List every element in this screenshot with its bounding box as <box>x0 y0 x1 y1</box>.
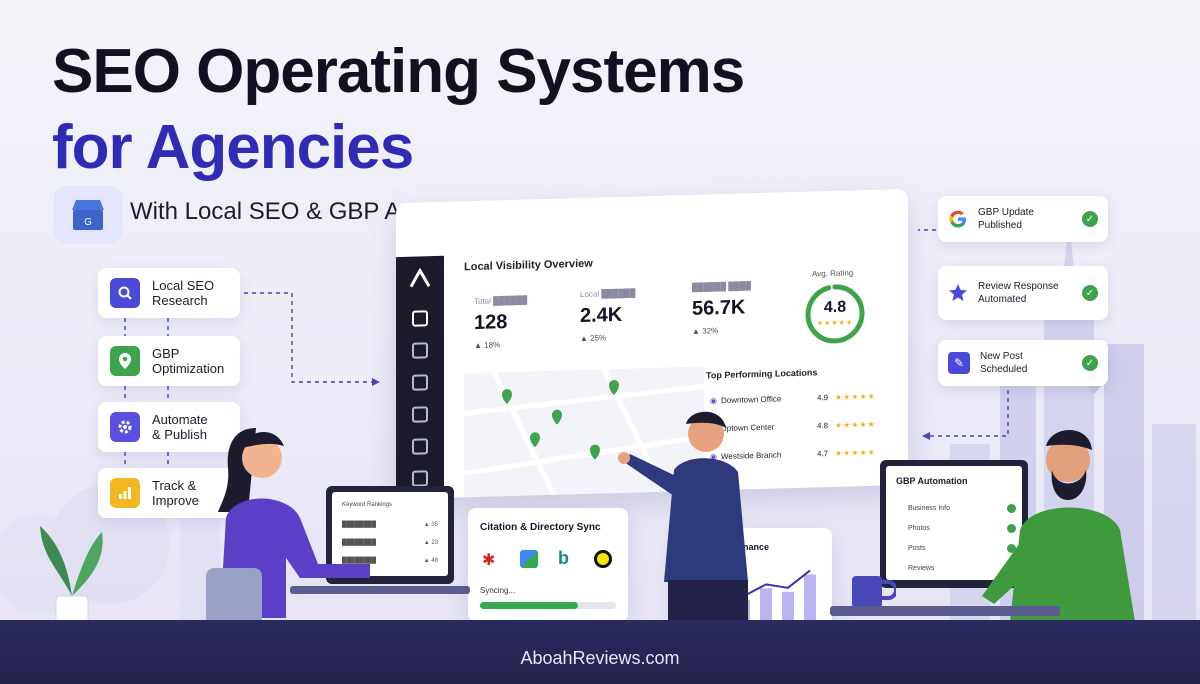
list-item: Business Info <box>908 504 1016 513</box>
stat-value: 2.4K <box>580 303 623 328</box>
check-icon: ✓ <box>1082 285 1098 301</box>
sync-status: Syncing... <box>480 586 516 595</box>
step-track-improve[interactable]: Track & Improve <box>98 468 240 518</box>
laptop: Keyword Rankings ████████▲ 35 ████████▲ … <box>326 486 454 584</box>
hero-title-line1: SEO Operating Systems <box>52 37 745 106</box>
gear-icon <box>110 412 140 442</box>
sync-progress-fill <box>480 602 578 609</box>
stat-change: ▲ 18% <box>474 340 501 350</box>
location-row[interactable]: ◉ Downtown Office 4.9 ★★★★★ <box>710 387 886 408</box>
gbp-store-icon: G <box>54 186 122 244</box>
woman-at-laptop-illustration <box>206 428 370 628</box>
check-icon <box>1007 524 1016 533</box>
nav-reports-icon[interactable] <box>412 374 428 391</box>
laptop-heading: Keyword Rankings <box>342 502 393 508</box>
svg-text:G: G <box>84 217 92 228</box>
footer-site: AboahReviews.com <box>520 648 680 668</box>
step-automate-publish[interactable]: Automate & Publish <box>98 402 240 452</box>
hero-title-line2: for Agencies <box>52 113 414 182</box>
stat-value: 128 <box>474 311 508 334</box>
check-icon <box>1007 544 1016 553</box>
stat-label: ██████ ████ <box>692 281 751 292</box>
bar-chart-icon <box>110 478 140 508</box>
list-item: Posts <box>908 544 1016 553</box>
notification-text: New Post Scheduled <box>980 351 1028 375</box>
dashboard-heading: Local Visibility Overview <box>464 257 593 274</box>
dashboard-sidebar <box>396 255 444 500</box>
nav-locations-icon[interactable] <box>412 342 428 359</box>
desk-right <box>830 606 1060 616</box>
star-icon <box>949 284 967 301</box>
coffee-mug-illustration <box>852 576 896 608</box>
location-name: Downtown Office <box>720 393 782 405</box>
location-stars: ★★★★★ <box>834 447 876 458</box>
check-icon: ✓ <box>1082 211 1098 227</box>
list-item: ████████▲ 48 <box>342 558 438 564</box>
monitor-screen: GBP Automation Business Info Photos Post… <box>886 466 1022 580</box>
stat-card: Total ██████ 128 ▲ 18% <box>474 295 527 349</box>
notification-review-response[interactable]: Review Response Automated ✓ <box>938 266 1108 320</box>
map-pin-icon: ◉ <box>710 395 717 405</box>
list-item: ████████▲ 23 <box>342 540 438 546</box>
step-label: GBP Optimization <box>152 346 225 376</box>
location-stars: ★★★★★ <box>834 419 876 430</box>
top-locations-heading: Top Performing Locations <box>706 367 818 381</box>
citation-heading: Citation & Directory Sync <box>480 522 601 533</box>
citation-sync-card: Citation & Directory Sync ✱ b Syncing... <box>468 508 628 622</box>
laptop-screen: Keyword Rankings ████████▲ 35 ████████▲ … <box>332 492 448 576</box>
nav-home-icon[interactable] <box>412 310 428 327</box>
map-pin-icon <box>502 380 619 460</box>
rating-label: Avg. Rating <box>812 268 854 279</box>
stat-card: ██████ ████ 56.7K ▲ 32% <box>692 281 751 336</box>
google-icon <box>949 210 966 228</box>
stat-change: ▲ 25% <box>580 333 607 344</box>
notification-text: GBP Update Published <box>978 207 1034 231</box>
stat-change: ▲ 32% <box>692 326 719 336</box>
step-local-seo-research[interactable]: Local SEO Research <box>98 268 240 318</box>
man-presenting-illustration <box>618 411 748 634</box>
check-icon: ✓ <box>1082 355 1098 371</box>
location-rating: 4.8 <box>816 420 829 430</box>
nav-settings-icon[interactable] <box>412 470 428 487</box>
notification-text: Review Response Automated <box>978 281 1059 305</box>
map-pin-icon <box>110 346 140 376</box>
location-rating: 4.7 <box>816 448 829 458</box>
yelp-icon: ✱ <box>482 552 496 569</box>
maps-icon <box>520 550 538 568</box>
search-icon <box>110 278 140 308</box>
step-label: Track & Improve <box>152 478 199 508</box>
location-rating: 4.9 <box>816 392 829 402</box>
logo-icon <box>409 268 431 288</box>
performance-bar <box>804 574 816 622</box>
step-label: Local SEO Research <box>152 278 215 308</box>
nav-reviews-icon[interactable] <box>412 406 428 423</box>
list-item: ████████▲ 35 <box>342 522 438 528</box>
bing-icon: b <box>558 548 569 568</box>
tripadvisor-icon <box>594 550 612 568</box>
stat-card: Local ██████ 2.4K ▲ 25% <box>580 288 635 343</box>
check-icon <box>1007 504 1016 513</box>
step-gbp-optimization[interactable]: GBP Optimization <box>98 336 240 386</box>
rating-ring <box>805 284 865 344</box>
performance-bar <box>760 588 772 622</box>
notification-new-post[interactable]: ✎ New Post Scheduled ✓ <box>938 340 1108 386</box>
desk-left <box>290 586 470 594</box>
location-stars: ★★★★★ <box>834 391 876 402</box>
sync-progress-bar <box>480 602 616 609</box>
edit-icon: ✎ <box>948 352 970 374</box>
gbp-panel-heading: GBP Automation <box>896 476 968 486</box>
plant-illustration <box>40 526 103 633</box>
notification-gbp-update[interactable]: GBP Update Published ✓ <box>938 196 1108 242</box>
stat-value: 56.7K <box>692 296 746 320</box>
stat-label: Total ██████ <box>474 295 528 306</box>
step-label: Automate & Publish <box>152 412 208 442</box>
rating-value: 4.8 <box>823 298 847 317</box>
performance-bar <box>782 591 794 622</box>
stat-label: Local ██████ <box>580 288 636 300</box>
nav-posts-icon[interactable] <box>412 438 428 455</box>
footer-band <box>0 620 1200 684</box>
list-item: Photos <box>908 524 1016 533</box>
